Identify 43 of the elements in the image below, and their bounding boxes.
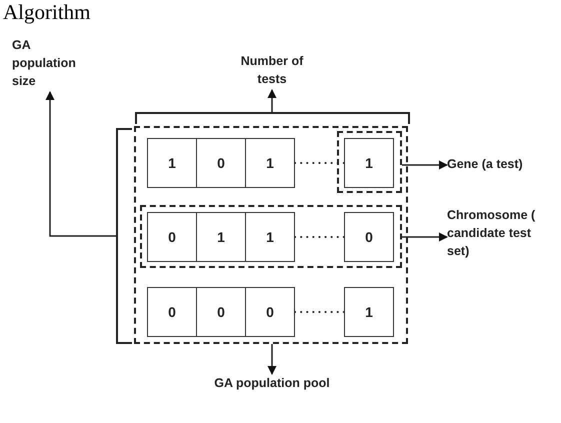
gene-cell <box>196 138 246 188</box>
gene-cell <box>344 138 394 188</box>
gene-cell <box>196 287 246 337</box>
gene-cell <box>147 138 197 188</box>
bit-value: 1 <box>266 228 274 246</box>
bit-value: 0 <box>217 154 225 172</box>
dotted-line <box>294 311 345 313</box>
gene-cell <box>245 138 295 188</box>
bit-value: 0 <box>217 302 225 322</box>
arrow <box>402 160 448 170</box>
bit-value: 1 <box>168 154 176 172</box>
bracket <box>116 128 132 344</box>
bit-value: 0 <box>168 302 176 322</box>
gene-cell <box>196 212 246 262</box>
title: Algorithm <box>3 0 90 24</box>
arrow <box>46 91 116 237</box>
bracket <box>135 112 410 124</box>
dashed-group-box <box>337 131 402 193</box>
dashed-group-box <box>134 126 408 344</box>
gene-cell <box>147 287 197 337</box>
annotation-label: GA population size <box>12 37 77 90</box>
bit-value: 1 <box>365 154 373 172</box>
bit-value: 1 <box>217 228 225 246</box>
gene-cell <box>344 212 394 262</box>
bit-value: 1 <box>365 302 373 322</box>
annotation-label: GA population pool <box>213 375 331 392</box>
bit-value: 1 <box>266 154 274 172</box>
annotation-label: Number of tests <box>240 53 304 88</box>
dashed-group-box <box>140 205 402 268</box>
dotted-line <box>294 236 345 238</box>
arrow <box>402 232 448 242</box>
bit-value: 0 <box>266 302 274 322</box>
gene-cell <box>245 287 295 337</box>
gene-cell <box>147 212 197 262</box>
annotation-label: Chromosome ( candidate test set) <box>447 207 536 260</box>
arrow <box>268 89 276 112</box>
annotation-label: Gene (a test) <box>447 156 524 173</box>
arrow <box>268 344 276 375</box>
bit-value: 0 <box>365 228 373 246</box>
bit-value: 0 <box>168 228 176 246</box>
dotted-line <box>294 162 345 164</box>
gene-cell <box>344 287 394 337</box>
gene-cell <box>245 212 295 262</box>
